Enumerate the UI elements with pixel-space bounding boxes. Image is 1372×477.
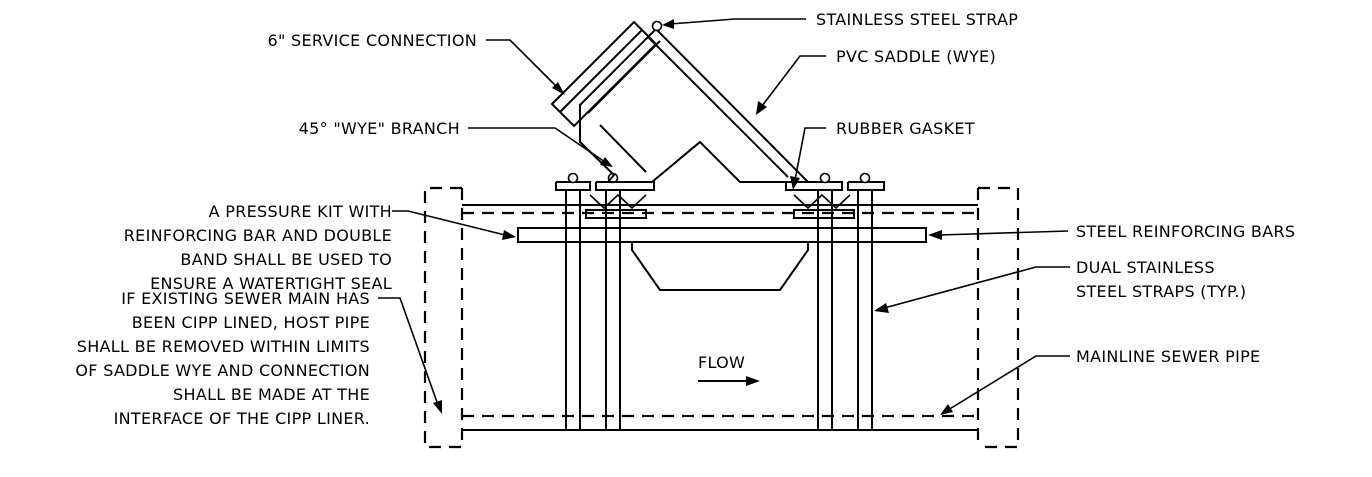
svg-text:DUAL STAINLESS: DUAL STAINLESS — [1076, 258, 1215, 277]
label-rubber-gasket: RUBBER GASKET — [836, 119, 975, 138]
pipe-end-left — [423, 186, 464, 449]
label-mainline-sewer-pipe: MAINLINE SEWER PIPE — [1076, 347, 1260, 366]
label-flow: FLOW — [698, 353, 745, 372]
label-pvc-saddle: PVC SADDLE (WYE) — [836, 47, 996, 66]
svg-text:SHALL BE REMOVED WITHIN LIMITS: SHALL BE REMOVED WITHIN LIMITS — [77, 337, 370, 356]
svg-text:BEEN CIPP LINED, HOST PIPE: BEEN CIPP LINED, HOST PIPE — [132, 313, 370, 332]
steel-straps — [565, 189, 873, 431]
label-dual-straps: DUAL STAINLESS STEEL STRAPS (TYP.) — [1076, 258, 1246, 301]
pipe-end-right — [976, 186, 1020, 449]
saddle-opening — [631, 242, 809, 291]
mainline-pipe — [462, 204, 978, 431]
svg-text:SHALL BE MADE AT THE: SHALL BE MADE AT THE — [173, 385, 370, 404]
top-strap-bolt — [651, 20, 663, 32]
wye-branch — [550, 20, 811, 183]
label-stainless-steel-strap: STAINLESS STEEL STRAP — [816, 10, 1018, 29]
label-pressure-kit: A PRESSURE KIT WITH REINFORCING BAR AND … — [124, 202, 392, 293]
label-service-connection: 6" SERVICE CONNECTION — [267, 31, 477, 50]
svg-text:INTERFACE OF THE CIPP LINER.: INTERFACE OF THE CIPP LINER. — [114, 409, 370, 428]
flow-arrow — [698, 376, 760, 386]
svg-text:REINFORCING BAR AND DOUBLE: REINFORCING BAR AND DOUBLE — [124, 226, 392, 245]
svg-text:IF EXISTING SEWER MAIN HAS: IF EXISTING SEWER MAIN HAS — [121, 289, 370, 308]
label-steel-reinforcing-bars: STEEL REINFORCING BARS — [1076, 222, 1295, 241]
svg-text:ENSURE A WATERTIGHT SEAL: ENSURE A WATERTIGHT SEAL — [150, 274, 392, 293]
svg-text:STEEL STRAPS (TYP.): STEEL STRAPS (TYP.) — [1076, 282, 1246, 301]
leader-lines — [378, 18, 1070, 415]
svg-text:A PRESSURE KIT WITH: A PRESSURE KIT WITH — [209, 202, 392, 221]
label-cipp-note: IF EXISTING SEWER MAIN HAS BEEN CIPP LIN… — [75, 289, 370, 428]
svg-text:OF SADDLE WYE AND CONNECTION: OF SADDLE WYE AND CONNECTION — [75, 361, 370, 380]
svg-text:BAND SHALL BE USED TO: BAND SHALL BE USED TO — [180, 250, 392, 269]
label-wye-branch: 45° "WYE" BRANCH — [299, 119, 460, 138]
